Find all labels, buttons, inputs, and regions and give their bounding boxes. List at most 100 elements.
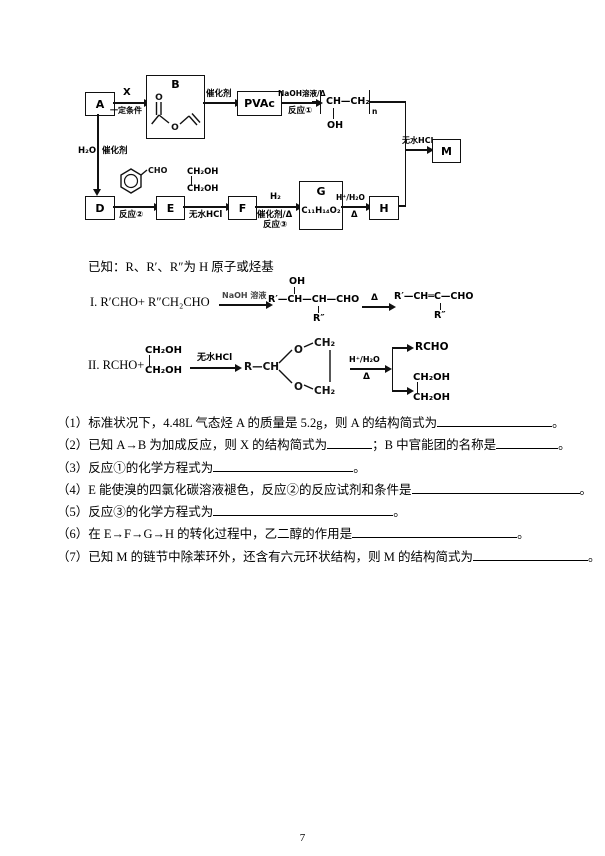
reaction-flow-diagram: A X 一定条件 B O O 催化剂 PVAc NaOH溶液/Δ 反应① (0, 0, 605, 250)
rxn2-glycol-reactant: CH₂OH CH₂OH (145, 346, 182, 376)
box-g-label: G (316, 185, 326, 198)
question-1-answer-blank (437, 413, 553, 427)
page-number: 7 (299, 832, 306, 844)
box-d: D (85, 196, 115, 220)
arrow-a-to-b (113, 99, 151, 106)
enal-backbone: R′—CH═C—CHO (394, 291, 474, 302)
question-6-period: 。 (517, 527, 530, 542)
benzaldehyde-structure: CHO (120, 166, 168, 194)
rxn2-arrow (190, 364, 242, 371)
polymer-unit: CH—CH₂ (326, 96, 370, 107)
box-b: B O O (146, 75, 205, 139)
question-7-text: （7）已知 M 的链节中除苯环外，还含有六元环状结构，则 M 的结构简式为 (57, 549, 473, 564)
rxn1-enal-product: R′—CH═C—CHO R″ (394, 284, 494, 326)
arrow-g-to-h (341, 203, 373, 210)
box-b-label: B (171, 78, 180, 91)
box-m-label: M (441, 144, 452, 158)
rxn2-hydrolysis-arrow (350, 365, 392, 372)
question-5-period: 。 (393, 505, 406, 520)
ring-rch-label: R—CH (244, 361, 279, 373)
question-2-period: 。 (558, 438, 571, 453)
polymer-oh: OH (327, 120, 344, 131)
aldol-r-bond (318, 306, 320, 313)
polymer-oh-bond (333, 108, 335, 119)
box-f-label: F (238, 201, 247, 215)
rxn2-glycol-top: CH₂OH (145, 345, 182, 356)
polymer-entry-bond (312, 101, 321, 103)
glycol-bond (190, 175, 192, 186)
question-1: （1）标准状况下，4.48L 气态烃 A 的质量是 5.2g，则 A 的结构简式… (57, 412, 602, 434)
arrow-g-to-h-condition: H⁺/H₂O (336, 193, 365, 202)
rxn2-branch-line (392, 347, 394, 391)
rxn2-branch-bottom-arrow (392, 387, 414, 394)
rxn2-out-glycol-bottom: CH₂OH (413, 392, 450, 403)
rxn2-hydrolysis-delta: Δ (363, 372, 370, 382)
arrow-a-to-d (94, 114, 101, 196)
rxn2-glycol-bond (148, 355, 150, 367)
question-2-text-2: ；B 中官能团的名称是 (372, 438, 497, 453)
reaction-1-label: 反应① (288, 106, 313, 116)
question-4-answer-blank (411, 480, 580, 494)
question-4: （4）E 能使溴的四氯化碳溶液褪色，反应②的反应试剂和条件是 。 (57, 479, 602, 501)
question-3-period: 。 (353, 460, 366, 475)
aldol-oh-label: OH (289, 276, 306, 287)
ethylene-glycol-structure: CH₂OH CH₂OH (187, 168, 218, 193)
rxn2-glycol-bottom: CH₂OH (145, 365, 182, 376)
ring-o-top-label: O (294, 344, 303, 356)
question-4-text: （4）E 能使溴的四氯化碳溶液褪色，反应②的反应试剂和条件是 (57, 482, 412, 497)
question-7-period: 。 (587, 549, 601, 564)
box-f: F (228, 196, 257, 220)
ester-o-label: O (171, 123, 179, 133)
arrow-pvac-condition: NaOH溶液/Δ (278, 89, 326, 98)
question-1-period: 。 (552, 416, 565, 430)
vinyl-acetate-structure: O O (150, 93, 201, 133)
question-5: （5）反应③的化学方程式为 。 (57, 501, 602, 523)
rxn1-dehydration-arrow (362, 303, 396, 310)
polymer-bracket-right (369, 90, 371, 114)
box-m: M (432, 139, 461, 163)
question-2-text-1: （2）已知 A→B 为加成反应，则 X 的结构简式为 (57, 438, 328, 453)
reaction-3-label: 反应③ (263, 220, 288, 230)
box-g: G C₁₁H₁₄O₂ (299, 181, 343, 230)
question-list: （1）标准状况下，4.48L 气态烃 A 的质量是 5.2g，则 A 的结构简式… (57, 412, 602, 568)
arrow-a-to-b-condition: 一定条件 (110, 106, 142, 115)
arrow-f-to-g (255, 203, 303, 210)
ring-o-bottom-label: O (294, 381, 303, 393)
carbonyl-o-label: O (155, 93, 163, 103)
rxn1-arrow (219, 301, 273, 308)
box-pvac-label: PVAc (244, 97, 275, 110)
dioxolane-structure: R—CH O O CH₂ CH₂ (244, 337, 335, 397)
rxn2-hydrolysis-condition: H⁺/H₂O (349, 355, 380, 364)
rxn1-reactants: I. R′CHO+ R″CH₂CHO (90, 295, 210, 309)
question-6: （6）在 E→F→G→H 的转化过程中，乙二醇的作用是。 (57, 523, 602, 545)
arrow-to-m (406, 146, 434, 153)
arrow-to-m-condition: 无水HCl (402, 136, 434, 145)
arrow-a-to-d-h2o: H₂O (78, 146, 97, 156)
arrow-e-to-f-condition: 无水HCl (189, 210, 223, 220)
ring-ch2-bottom-label: CH₂ (314, 385, 335, 397)
rxn1-aldol-product: OH R′—CH—CH—CHO R″ (268, 277, 363, 325)
box-h: H (369, 196, 399, 220)
arrow-b-to-pvac-condition: 催化剂 (206, 89, 232, 99)
box-g-formula: C₁₁H₁₄O₂ (301, 206, 341, 216)
rxn1-dehydration-delta: Δ (371, 293, 378, 303)
rxn2-condition: 无水HCl (197, 353, 233, 363)
question-4-period: 。 (579, 482, 593, 497)
question-2: （2）已知 A→B 为加成反应，则 X 的结构简式为 ；B 中官能团的名称是 。 (57, 434, 602, 456)
arrow-a-to-b-reagent: X (123, 87, 131, 98)
question-2-answer-blank-2 (496, 435, 559, 450)
question-3-answer-blank (213, 458, 354, 472)
question-7-answer-blank (472, 547, 588, 561)
box-e-label: E (166, 201, 175, 215)
rxn2-out-glycol-bond (416, 382, 418, 394)
rxn2-reactants: II. RCHO+ (88, 358, 145, 372)
question-5-text: （5）反应③的化学方程式为 (57, 505, 214, 520)
question-5-answer-blank (213, 502, 394, 517)
enal-r-bond (440, 303, 442, 310)
arrow-a-to-d-catalyst: 催化剂 (102, 146, 128, 156)
box-e: E (156, 196, 185, 220)
rxn2-product-rcho: RCHO (415, 341, 449, 353)
question-3-text: （3）反应①的化学方程式为 (57, 460, 214, 475)
box-h-label: H (379, 201, 389, 215)
aldol-backbone: R′—CH—CH—CHO (268, 294, 360, 305)
